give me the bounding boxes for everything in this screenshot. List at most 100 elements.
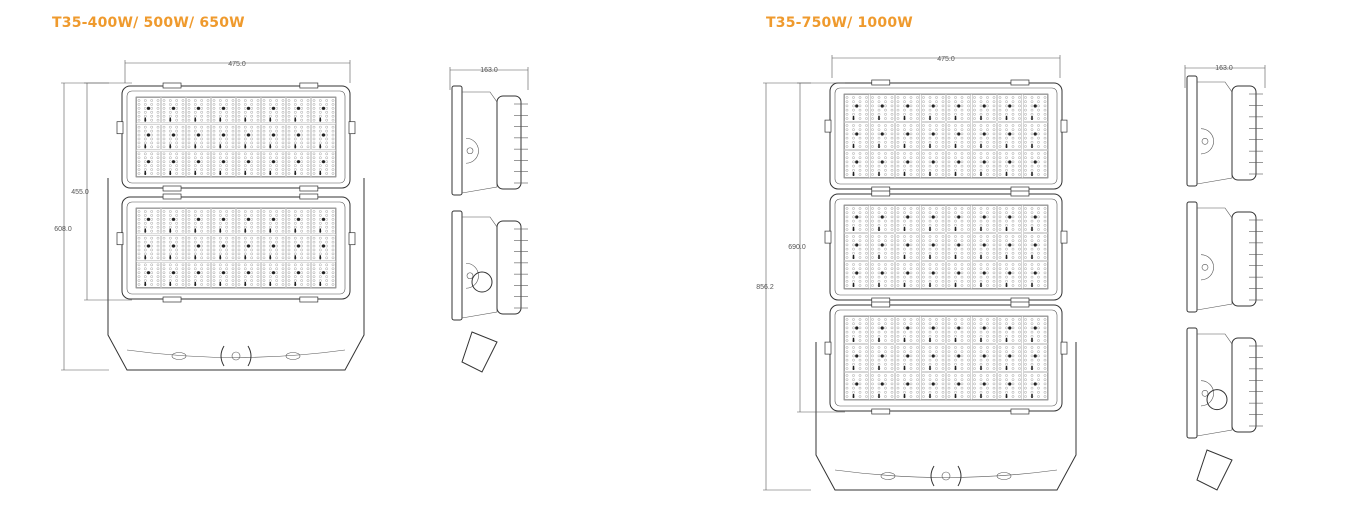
led bbox=[922, 128, 925, 131]
led-marker bbox=[954, 338, 957, 342]
led bbox=[954, 136, 957, 140]
led bbox=[312, 263, 316, 267]
led-marker bbox=[903, 227, 906, 231]
clip bbox=[299, 296, 319, 303]
led bbox=[269, 125, 272, 129]
led bbox=[237, 236, 241, 240]
led bbox=[269, 252, 272, 256]
led bbox=[877, 156, 881, 159]
led bbox=[1024, 247, 1027, 251]
led bbox=[325, 99, 328, 102]
led bbox=[269, 214, 272, 217]
led bbox=[250, 248, 253, 252]
dim-total-height-2: 856.2 bbox=[756, 284, 774, 291]
led bbox=[858, 378, 862, 382]
led bbox=[967, 152, 970, 155]
led bbox=[212, 145, 216, 149]
led bbox=[319, 240, 322, 244]
led bbox=[896, 346, 900, 349]
led-marker bbox=[319, 117, 321, 122]
side-view-1 bbox=[449, 67, 529, 373]
led bbox=[1024, 164, 1027, 168]
led bbox=[1037, 395, 1040, 398]
led bbox=[941, 145, 945, 148]
led bbox=[200, 125, 203, 129]
led bbox=[212, 267, 216, 271]
led bbox=[156, 107, 160, 110]
led bbox=[275, 229, 278, 233]
led bbox=[941, 136, 945, 140]
led bbox=[187, 133, 191, 137]
led bbox=[1011, 395, 1015, 398]
led bbox=[206, 279, 210, 282]
led-module bbox=[136, 261, 161, 288]
led-center-dot bbox=[855, 243, 859, 247]
led bbox=[877, 346, 881, 349]
led bbox=[187, 125, 191, 129]
led-center-dot bbox=[982, 104, 986, 108]
led bbox=[871, 140, 874, 144]
led bbox=[1005, 354, 1008, 358]
led bbox=[1024, 211, 1027, 214]
led bbox=[967, 358, 970, 362]
led bbox=[137, 160, 141, 163]
dim-depth-2: 163.0 bbox=[1215, 65, 1233, 72]
led bbox=[162, 164, 166, 167]
led bbox=[1018, 247, 1021, 251]
led-marker bbox=[929, 227, 931, 231]
led bbox=[852, 362, 855, 366]
led bbox=[331, 137, 335, 141]
led-module bbox=[844, 150, 869, 178]
led bbox=[960, 211, 964, 214]
led bbox=[325, 152, 328, 156]
led bbox=[1018, 378, 1021, 382]
led bbox=[194, 160, 197, 163]
led bbox=[1030, 215, 1034, 219]
led bbox=[150, 240, 153, 244]
led bbox=[935, 263, 938, 266]
led bbox=[225, 125, 228, 129]
led bbox=[137, 214, 141, 217]
led bbox=[858, 132, 862, 136]
led bbox=[890, 113, 894, 116]
led bbox=[319, 267, 322, 271]
led bbox=[1037, 239, 1040, 242]
led bbox=[312, 133, 316, 137]
led bbox=[1024, 104, 1027, 108]
led bbox=[998, 211, 1002, 214]
led bbox=[845, 395, 849, 398]
led bbox=[909, 235, 913, 238]
led bbox=[244, 263, 247, 267]
led bbox=[954, 132, 957, 136]
led-module bbox=[211, 97, 236, 124]
led bbox=[200, 225, 203, 229]
led bbox=[1018, 350, 1021, 354]
led-module bbox=[997, 233, 1022, 261]
led-center-dot bbox=[906, 382, 910, 386]
led-module bbox=[972, 205, 997, 233]
led bbox=[1037, 279, 1040, 283]
led-module bbox=[261, 261, 286, 288]
led bbox=[947, 247, 951, 251]
led-module bbox=[921, 150, 946, 178]
led bbox=[916, 251, 919, 255]
led bbox=[181, 111, 185, 114]
led bbox=[300, 125, 303, 129]
led bbox=[1011, 247, 1015, 251]
led bbox=[287, 283, 291, 286]
led bbox=[967, 223, 970, 227]
led-center-dot bbox=[982, 354, 986, 358]
led bbox=[150, 160, 153, 163]
led-marker bbox=[144, 255, 146, 260]
led bbox=[865, 263, 868, 266]
led bbox=[1043, 243, 1047, 247]
led bbox=[935, 362, 938, 366]
led bbox=[1024, 284, 1027, 287]
led bbox=[916, 160, 919, 164]
led bbox=[287, 160, 291, 163]
led bbox=[941, 334, 945, 338]
led-marker bbox=[954, 144, 957, 148]
led bbox=[200, 168, 203, 171]
led bbox=[986, 128, 989, 131]
led bbox=[244, 114, 247, 118]
